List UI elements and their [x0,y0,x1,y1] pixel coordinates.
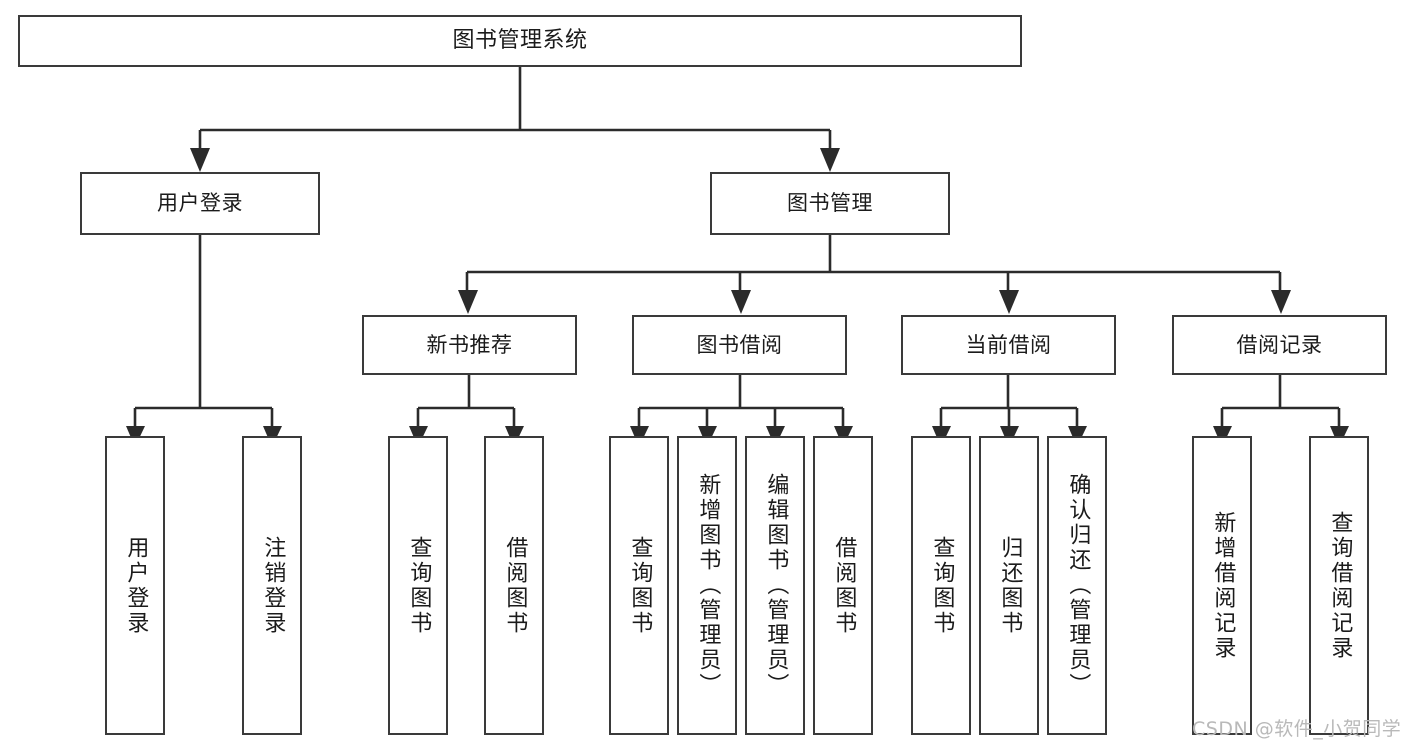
node-label: 图书管理 [787,191,873,216]
node-leaf-logout[interactable]: 注销登录 [242,436,302,735]
arrowhead-records [1271,290,1291,314]
node-label: 查询图书 [627,535,653,636]
arrowhead-borrow [731,290,751,314]
node-leaf-borrow-book-recommend[interactable]: 借阅图书 [484,436,544,735]
node-leaf-query-book-current[interactable]: 查询图书 [911,436,971,735]
node-new-book-recommend[interactable]: 新书推荐 [362,315,577,375]
node-label: 查询图书 [929,535,955,636]
node-leaf-query-book-recommend[interactable]: 查询图书 [388,436,448,735]
node-leaf-add-borrow-record[interactable]: 新增借阅记录 [1192,436,1252,735]
node-leaf-add-book-admin[interactable]: 新增图书（管理员） [677,436,737,735]
node-current-borrow[interactable]: 当前借阅 [901,315,1116,375]
node-label: 借阅记录 [1236,332,1323,357]
node-label: 新增图书（管理员） [695,473,721,698]
arrowhead-current [999,290,1019,314]
node-leaf-return-book[interactable]: 归还图书 [979,436,1039,735]
node-label: 新增借阅记录 [1210,510,1236,661]
node-borrow-records[interactable]: 借阅记录 [1172,315,1387,375]
node-book-borrow[interactable]: 图书借阅 [632,315,847,375]
node-label: 确认归还（管理员） [1065,473,1091,698]
node-label: 编辑图书（管理员） [763,473,789,698]
node-leaf-confirm-return-admin[interactable]: 确认归还（管理员） [1047,436,1107,735]
node-label: 查询借阅记录 [1327,510,1353,661]
csdn-watermark: CSDN @软件_小贺同学 [1192,718,1402,740]
arrowhead-book-mgmt [820,148,840,172]
arrowhead-user-login [190,148,210,172]
node-leaf-edit-book-admin[interactable]: 编辑图书（管理员） [745,436,805,735]
node-user-login[interactable]: 用户登录 [80,172,320,235]
node-book-management[interactable]: 图书管理 [710,172,950,235]
node-label: 查询图书 [406,535,432,636]
node-label: 借阅图书 [502,535,528,636]
node-label: 图书管理系统 [452,28,588,54]
node-label: 注销登录 [260,535,286,636]
node-label: 归还图书 [997,535,1023,636]
node-label: 用户登录 [123,535,149,636]
node-label: 新书推荐 [426,332,513,357]
arrowhead-recommend [458,290,478,314]
node-leaf-query-borrow-record[interactable]: 查询借阅记录 [1309,436,1369,735]
node-label: 借阅图书 [831,535,857,636]
node-leaf-query-book-borrow[interactable]: 查询图书 [609,436,669,735]
node-label: 图书借阅 [696,332,783,357]
node-label: 当前借阅 [965,332,1052,357]
node-leaf-borrow-book[interactable]: 借阅图书 [813,436,873,735]
node-leaf-user-login[interactable]: 用户登录 [105,436,165,735]
node-root-book-management-system[interactable]: 图书管理系统 [18,15,1022,67]
node-label: 用户登录 [157,191,243,216]
